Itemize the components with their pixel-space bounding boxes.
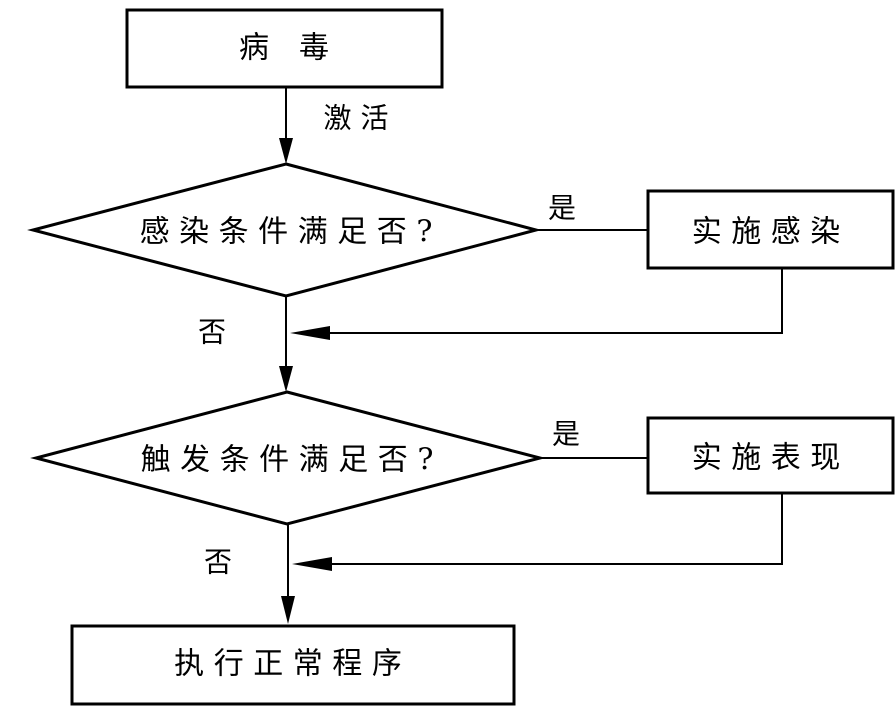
normal-program-label: 执 行 正 常 程 序 bbox=[174, 647, 402, 682]
infect-return-connector bbox=[306, 268, 783, 334]
trigger-no-arrowhead bbox=[281, 596, 295, 624]
perform-infection-label: 实 施 感 染 bbox=[692, 215, 841, 250]
infect-return-arrowhead bbox=[290, 326, 330, 340]
infect-no-arrowhead bbox=[279, 366, 293, 392]
infect-yes-label: 是 bbox=[548, 192, 576, 225]
activate-label: 激 活 bbox=[324, 102, 389, 135]
trigger-return-connector bbox=[308, 493, 783, 565]
trigger-no-label: 否 bbox=[204, 546, 232, 579]
normal-program-node: 执 行 正 常 程 序 bbox=[70, 624, 516, 706]
infect-no-label: 否 bbox=[198, 316, 226, 349]
trigger-yes-label: 是 bbox=[552, 418, 580, 451]
perform-manifestation-node: 实 施 表 现 bbox=[646, 416, 895, 495]
perform-manifestation-label: 实 施 表 现 bbox=[692, 441, 841, 476]
infect-condition-label: 感 染 条 件 满 足 否 ? bbox=[140, 215, 433, 250]
activate-arrowhead bbox=[279, 138, 293, 164]
virus-label: 病 毒 bbox=[239, 31, 329, 66]
trigger-return-arrowhead bbox=[292, 557, 332, 571]
trigger-condition-label: 触 发 条 件 满 足 否 ? bbox=[141, 443, 434, 478]
infect-condition-decision: 感 染 条 件 满 足 否 ? bbox=[27, 162, 542, 298]
perform-infection-node: 实 施 感 染 bbox=[646, 189, 895, 270]
trigger-condition-decision: 触 发 条 件 满 足 否 ? bbox=[30, 390, 546, 526]
virus-node: 病 毒 bbox=[125, 8, 444, 89]
